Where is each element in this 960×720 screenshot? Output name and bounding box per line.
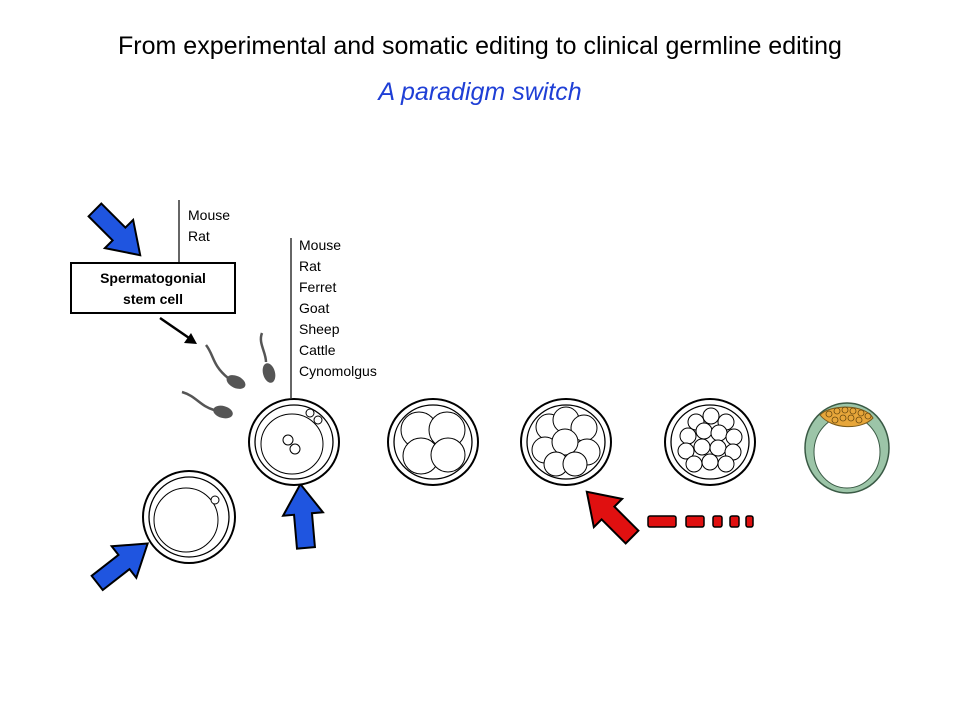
red-dashes (647, 515, 754, 528)
ssc-label-line1: Spermatogonial (100, 270, 206, 286)
red-arrow-8cell (585, 490, 640, 545)
species-item: Mouse (188, 207, 231, 223)
species-item: Cynomolgus (299, 363, 377, 379)
species-list-ssc: Mouse Rat (188, 205, 230, 247)
sperm-2 (259, 332, 276, 383)
blue-arrow-zygote (281, 482, 325, 550)
page-subtitle: A paradigm switch (378, 78, 582, 106)
ssc-to-sperm-arrow (159, 316, 197, 344)
blue-arrow-oocyte (90, 542, 150, 592)
page-title: From experimental and somatic editing to… (118, 32, 842, 60)
sperm-cells (181, 332, 276, 419)
species-item: Sheep (299, 321, 340, 337)
zygote (248, 398, 340, 486)
ssc-label-line2: stem cell (123, 291, 183, 307)
species-list-zygote: Mouse Rat Ferret Goat Sheep Cattle Cynom… (299, 235, 377, 382)
sperm-1 (204, 344, 246, 389)
species-item: Ferret (299, 279, 337, 295)
sperm-3 (181, 390, 233, 419)
morula (664, 398, 756, 486)
blue-arrow-ssc (87, 202, 142, 257)
ssc-label-box: Spermatogonial stem cell (70, 262, 236, 314)
embryo-4-cell (387, 398, 479, 486)
oocyte (142, 470, 236, 564)
species-item: Goat (299, 300, 330, 316)
species-item: Rat (299, 258, 321, 274)
embryo-8-cell (520, 398, 612, 486)
species-item: Rat (188, 228, 210, 244)
species-item: Cattle (299, 342, 336, 358)
blastocyst (804, 402, 890, 494)
species-item: Mouse (299, 237, 342, 253)
